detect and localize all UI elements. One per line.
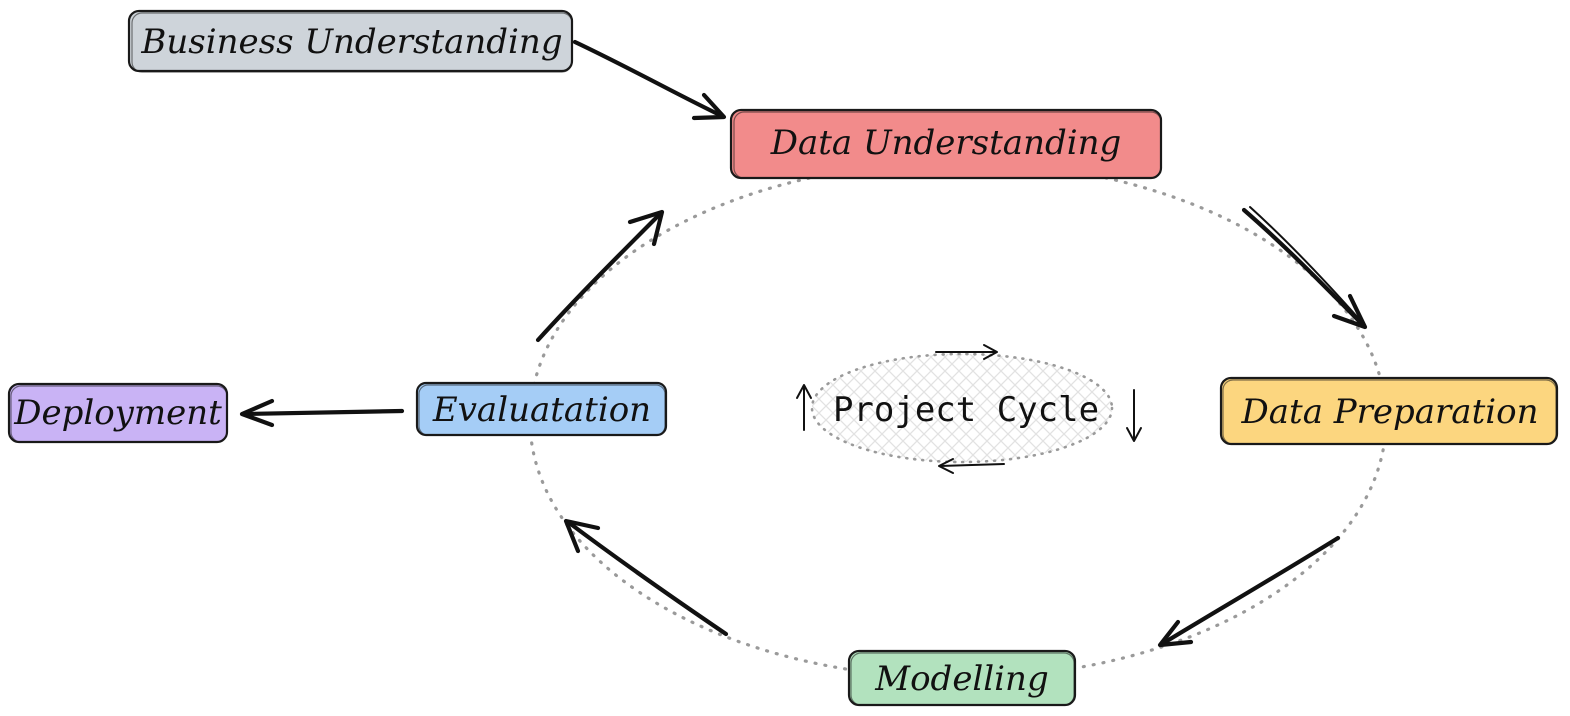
node-modelling: Modelling	[847, 649, 1077, 707]
arrow-modelling-to-evaluation	[563, 518, 729, 637]
center-ellipse	[810, 352, 1114, 464]
node-label: Modelling	[874, 659, 1048, 699]
project-cycle-center: Project Cycle	[796, 344, 1142, 474]
arrow-data-understanding-to-preparation	[1241, 206, 1368, 330]
arrow-business-to-data-understanding	[572, 39, 727, 121]
center-label: Project Cycle	[833, 390, 1099, 430]
node-label: Deployment	[13, 393, 222, 433]
center-arrow-top	[935, 344, 998, 360]
node-label: Evaluatation	[432, 390, 651, 430]
center-arrow-right	[1126, 389, 1142, 442]
node-business-understanding: Business Understanding	[127, 9, 574, 73]
node-label: Data Understanding	[770, 123, 1122, 163]
center-arrow-left	[796, 384, 812, 431]
node-data-preparation: Data Preparation	[1219, 376, 1559, 446]
node-label: Data Preparation	[1241, 392, 1539, 432]
node-evaluation: Evaluatation	[415, 381, 668, 437]
node-deployment: Deployment	[7, 382, 229, 444]
node-label: Business Understanding	[140, 22, 562, 62]
arrow-evaluation-to-deployment	[239, 398, 405, 428]
center-arrow-bottom	[938, 458, 1005, 474]
arrow-preparation-to-modelling	[1157, 535, 1341, 648]
node-data-understanding: Data Understanding	[729, 108, 1163, 180]
arrow-evaluation-to-data-understanding	[535, 209, 665, 343]
